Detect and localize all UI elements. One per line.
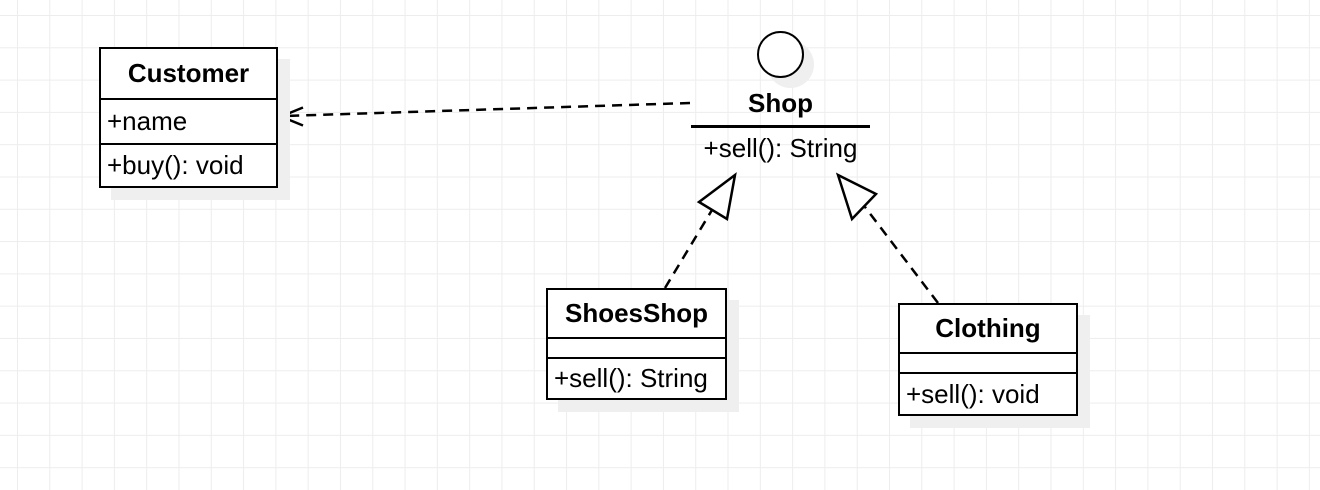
interface-lollipop-circle-icon [757,31,804,78]
open-arrowhead-icon [277,106,304,127]
class-customer[interactable]: Customer +name +buy(): void [99,47,278,188]
class-attribute: +name [101,98,276,143]
interface-title: Shop [748,88,813,118]
hollow-triangle-arrowhead-icon [696,172,737,222]
dependency-edge-shop-to-customer[interactable] [277,101,691,127]
class-attributes-empty [900,352,1076,372]
class-operation: +sell(): void [900,372,1076,414]
hollow-triangle-arrowhead-icon [835,172,879,222]
class-attributes-empty [548,337,725,357]
class-title: ShoesShop [564,298,708,328]
class-title: Customer [127,58,250,88]
class-shoesshop[interactable]: ShoesShop +sell(): String [546,288,727,400]
interface-divider [691,125,870,128]
realization-dashed-line[interactable] [663,209,714,289]
class-title: Clothing [935,313,1041,343]
realization-edge-shoesshop-to-shop[interactable] [663,172,737,289]
realization-edge-clothing-to-shop[interactable] [835,172,939,304]
dependency-dashed-line[interactable] [283,101,691,118]
class-operation: +buy(): void [101,143,276,186]
class-operation: +sell(): String [548,357,725,398]
realization-dashed-line[interactable] [864,206,939,304]
class-clothing[interactable]: Clothing +sell(): void [898,303,1078,416]
interface-operation: +sell(): String [703,133,858,163]
